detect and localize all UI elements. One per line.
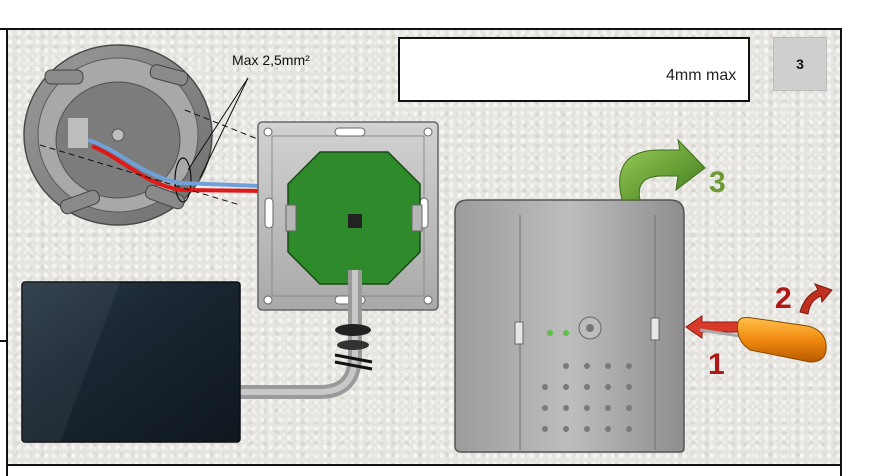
- tool-requirement-box: [398, 37, 750, 102]
- speaker-hole: [584, 405, 590, 411]
- speaker-hole: [626, 405, 632, 411]
- speaker-hole: [605, 363, 611, 369]
- rotate-arrow-icon: [799, 283, 833, 315]
- frame-tick-left: [0, 340, 6, 342]
- wire-spec-label: Max 2,5mm²: [232, 52, 310, 68]
- speaker-hole: [626, 426, 632, 432]
- step-2-label: 2: [775, 282, 792, 315]
- speaker-hole: [542, 405, 548, 411]
- speaker-hole: [584, 363, 590, 369]
- speaker-hole: [542, 384, 548, 390]
- step-3-label: 3: [709, 166, 726, 199]
- speaker-hole: [605, 426, 611, 432]
- speaker-hole: [563, 426, 569, 432]
- speaker-hole: [626, 384, 632, 390]
- step-number-badge: 3: [773, 37, 827, 91]
- speaker-hole: [563, 384, 569, 390]
- screwdriver-icon: [699, 317, 827, 363]
- display-panel: [21, 281, 241, 443]
- tool-spec-label: 4mm max: [666, 67, 737, 84]
- speaker-holes: [542, 363, 632, 432]
- circuit-board: [285, 151, 423, 285]
- wires: [39, 77, 263, 206]
- step-1-label: 1: [708, 348, 725, 381]
- speaker-hole: [584, 384, 590, 390]
- display-cable: [240, 270, 373, 399]
- frame-bottom-edge: [6, 466, 842, 476]
- speaker-hole: [563, 363, 569, 369]
- speaker-hole: [605, 384, 611, 390]
- speaker-hole: [584, 426, 590, 432]
- speaker-hole: [542, 426, 548, 432]
- mounting-box: [23, 44, 213, 226]
- speaker-hole: [605, 405, 611, 411]
- curved-arrow-icon: [619, 138, 706, 201]
- speaker-hole: [563, 405, 569, 411]
- speaker-hole: [626, 363, 632, 369]
- front-cover: [454, 199, 685, 453]
- frame-tick-top: [0, 28, 6, 30]
